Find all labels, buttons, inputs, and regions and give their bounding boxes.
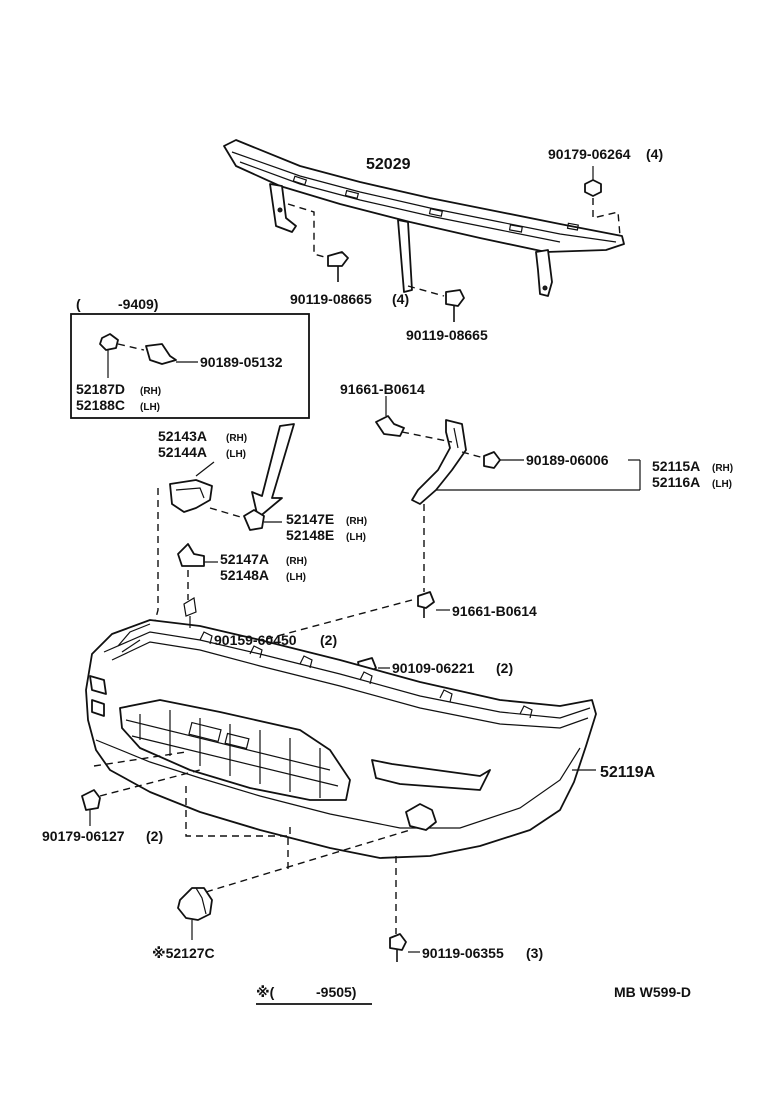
label-90109-06221-qty: (2) xyxy=(496,660,513,676)
label-52147E-rh: (RH) xyxy=(346,516,367,527)
label-52143A: 52143A xyxy=(158,428,207,444)
label-52148A: 52148A xyxy=(220,567,269,583)
bolt-90119-08665-left-drawing xyxy=(327,251,349,282)
label-52143A-rh: (RH) xyxy=(226,433,247,444)
inset-title-open: ( xyxy=(76,296,81,312)
label-52148A-lh: (LH) xyxy=(286,572,306,583)
retainer-52143A-drawing xyxy=(169,461,215,513)
label-52029: 52029 xyxy=(366,156,411,173)
footnote-open: ※( xyxy=(256,984,275,1000)
label-90119-06355-qty: (3) xyxy=(526,945,543,961)
cover-52127C-drawing xyxy=(177,887,213,940)
label-90109-06221: 90109-06221 xyxy=(392,660,475,676)
label-52116A-lh: (LH) xyxy=(712,479,732,490)
label-90159-60450-qty: (2) xyxy=(320,632,337,648)
inset-box xyxy=(70,313,310,419)
diagram-code: MB W599-D xyxy=(614,984,691,1000)
label-91661-B0614-upper: 91661-B0614 xyxy=(340,381,425,397)
label-90179-06127-qty: (2) xyxy=(146,828,163,844)
label-52147A: 52147A xyxy=(220,551,269,567)
stay-52115A-drawing xyxy=(411,419,467,505)
label-52187D-rh: (RH) xyxy=(140,386,161,397)
label-52144A-lh: (LH) xyxy=(226,449,246,460)
label-52187D: 52187D xyxy=(76,381,125,397)
inset-title-code: -9409) xyxy=(118,296,158,312)
label-90179-06264-qty: (4) xyxy=(646,146,663,162)
label-90119-06355: 90119-06355 xyxy=(422,945,504,961)
label-52188C-lh: (LH) xyxy=(140,402,160,413)
clip-90189-06006-drawing xyxy=(483,451,524,469)
label-52119A: 52119A xyxy=(600,764,656,781)
label-52115A: 52115A xyxy=(652,458,700,474)
bolt-90119-06355-drawing xyxy=(389,933,420,962)
bolt-91661-B0614-lower-drawing xyxy=(417,591,450,618)
label-90119-08665-left: 90119-08665 xyxy=(290,291,372,307)
bracket-52147A-drawing xyxy=(177,543,218,567)
label-90159-60450: 90159-60450 xyxy=(214,632,297,648)
inset-clip-drawing xyxy=(99,333,198,378)
label-52116A: 52116A xyxy=(652,474,700,490)
nut-90179-06127-drawing xyxy=(81,789,101,826)
bumper-cover-52119A-drawing xyxy=(85,597,597,859)
label-52188C: 52188C xyxy=(76,397,125,413)
label-90189-05132: 90189-05132 xyxy=(200,354,283,370)
bolt-90119-08665-center-drawing xyxy=(407,285,465,322)
nut-90179-06264-drawing xyxy=(584,166,602,197)
label-90119-08665-left-qty: (4) xyxy=(392,291,409,307)
inset-arrow xyxy=(251,423,295,519)
footnote-code: -9505) xyxy=(316,984,356,1000)
bolt-91661-B0614-upper-drawing xyxy=(375,396,405,437)
label-52127C: ※52127C xyxy=(152,945,215,961)
label-52115A-rh: (RH) xyxy=(712,463,733,474)
label-52144A: 52144A xyxy=(158,444,207,460)
label-91661-B0614-lower: 91661-B0614 xyxy=(452,603,537,619)
label-90179-06264: 90179-06264 xyxy=(548,146,631,162)
label-90189-06006: 90189-06006 xyxy=(526,452,609,468)
label-52147E: 52147E xyxy=(286,511,334,527)
label-52148E: 52148E xyxy=(286,527,334,543)
label-52147A-rh: (RH) xyxy=(286,556,307,567)
label-90119-08665-center: 90119-08665 xyxy=(406,327,488,343)
label-52148E-lh: (LH) xyxy=(346,532,366,543)
label-90179-06127: 90179-06127 xyxy=(42,828,125,844)
bumper-reinforcement-drawing xyxy=(223,139,625,297)
retainer-52147E-drawing xyxy=(243,509,282,531)
